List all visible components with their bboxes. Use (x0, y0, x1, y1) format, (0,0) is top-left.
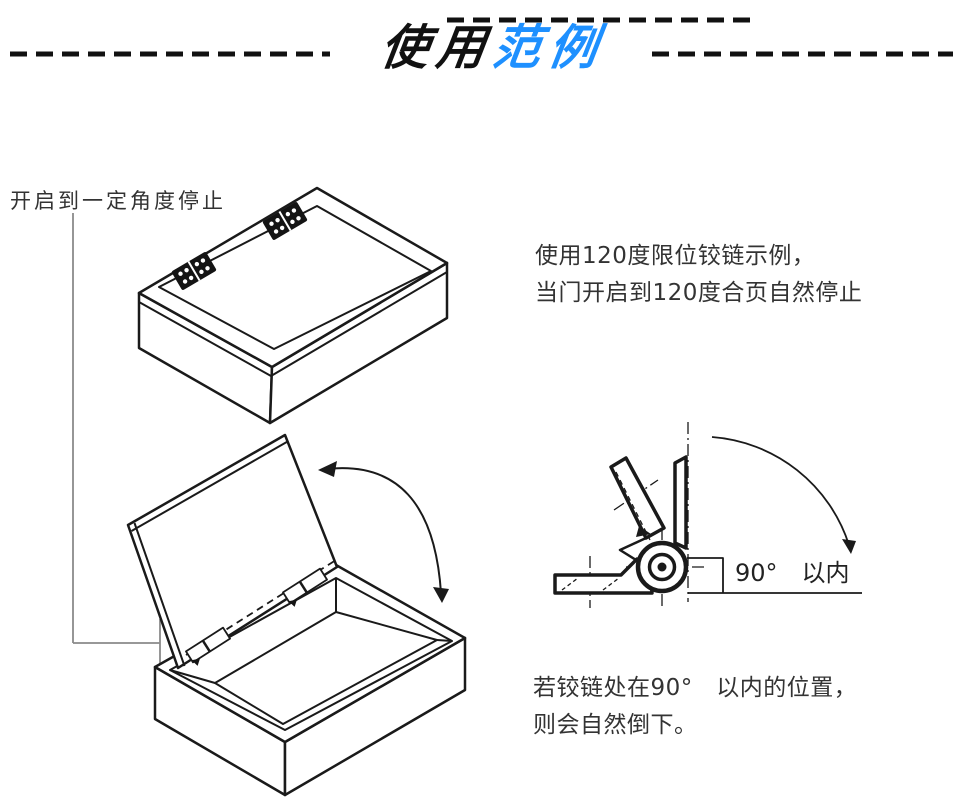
hinge-angled-leaf (609, 456, 666, 540)
open-box-wall-edge (169, 669, 216, 684)
hidden-hinge-icon (282, 567, 328, 607)
open-lid-outline (126, 433, 339, 670)
hinge-section-figure (553, 422, 862, 610)
open-box-wall-edge (436, 639, 453, 642)
page-title-blue-part: 范例 (489, 20, 609, 76)
hidden-hinge-icon (185, 626, 231, 666)
lid-thickness-line (131, 440, 289, 532)
open-lid-panel (126, 433, 339, 670)
open-box-figure (126, 433, 467, 797)
closed-box-lid-lip (138, 271, 448, 377)
hinge-vertical-leaf (673, 455, 688, 550)
frame-step-lines (687, 557, 862, 594)
header-dashed-rules (10, 17, 953, 57)
swing-arc-icon (711, 436, 856, 554)
usage-note-line1: 使用120度限位铰链示例， (535, 243, 816, 269)
usage-note-line2: 当门开启到120度合页自然停止 (535, 280, 863, 306)
closed-box-top-face (137, 186, 449, 369)
base-leaf-hidden-lines (561, 577, 620, 591)
fall-note-line1: 若铰链处在90° 以内的位置， (533, 675, 858, 701)
usage-note: 使用120度限位铰链示例， 当门开启到120度合页自然停止 (535, 238, 862, 312)
rotation-arrow-icon (318, 461, 449, 603)
closed-box-caption: 开启到一定角度停止 (10, 189, 226, 213)
hinge-icon (262, 202, 308, 240)
angle-limit-label: 90° 以内 (735, 559, 850, 587)
page-title-black-part: 使用 (377, 20, 497, 76)
closed-box-figure (137, 186, 449, 425)
page-title: 使用范例 (377, 20, 609, 76)
hinge-icon (171, 252, 217, 290)
fall-note: 若铰链处在90° 以内的位置， 则会自然倒下。 (533, 670, 857, 744)
fall-note-line2: 则会自然倒下。 (533, 712, 698, 738)
lid-thickness-line (133, 522, 186, 667)
hinge-knuckle (635, 540, 689, 594)
angled-leaf-hidden-line (615, 471, 651, 541)
closed-box-lid-panel (158, 205, 432, 350)
stop-tab (636, 526, 651, 537)
leaf-bracket-lines (618, 536, 647, 562)
